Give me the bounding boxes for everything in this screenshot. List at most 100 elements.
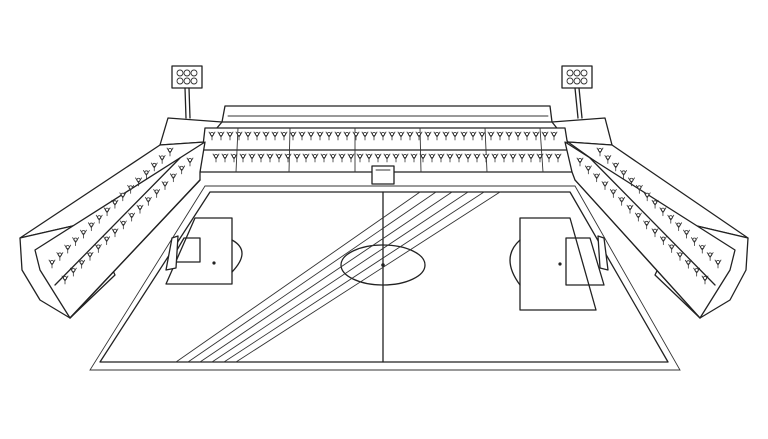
spectator xyxy=(365,153,373,163)
spectator xyxy=(433,131,441,141)
spectator xyxy=(334,131,342,141)
spectator xyxy=(212,153,220,163)
spectator xyxy=(667,214,675,224)
spectator xyxy=(119,192,127,202)
spectator xyxy=(169,173,177,183)
spectator xyxy=(111,199,119,209)
spectator xyxy=(208,131,216,141)
spectator xyxy=(406,131,414,141)
spectator xyxy=(634,212,642,222)
spectator xyxy=(684,259,692,269)
spectator xyxy=(491,153,499,163)
spectator xyxy=(280,131,288,141)
spectator xyxy=(56,252,64,261)
spectator xyxy=(500,153,508,163)
penalty-area-right xyxy=(519,217,597,311)
spectator xyxy=(374,153,382,163)
spectator xyxy=(698,244,706,254)
spectator xyxy=(514,131,522,141)
spectator xyxy=(635,184,643,194)
spectator xyxy=(379,131,387,141)
spectator xyxy=(370,131,378,141)
spectator xyxy=(80,229,87,239)
spectator xyxy=(428,153,436,163)
spectator xyxy=(293,153,301,163)
spectator xyxy=(178,165,186,175)
spectator xyxy=(230,153,238,163)
centre-spot xyxy=(381,263,385,267)
spectator xyxy=(643,192,651,202)
spectator xyxy=(244,131,252,141)
right-stand xyxy=(564,141,736,319)
spectator xyxy=(554,153,562,163)
spectator xyxy=(61,275,69,285)
spectator xyxy=(593,173,601,183)
spectator xyxy=(361,131,369,141)
goal-left xyxy=(165,235,179,271)
spectator xyxy=(460,131,468,141)
spectator xyxy=(161,181,169,190)
spectator xyxy=(676,252,684,261)
spectator xyxy=(442,131,450,141)
spectator xyxy=(693,267,701,277)
spectator xyxy=(509,153,517,163)
spectator xyxy=(487,131,495,141)
spectator xyxy=(478,131,486,141)
spectator xyxy=(257,153,265,163)
spectator xyxy=(659,207,667,217)
spectator xyxy=(609,189,617,198)
spectator xyxy=(307,131,315,141)
floodlight-right xyxy=(561,65,593,119)
penalty-arc-left xyxy=(231,239,243,273)
spectator xyxy=(691,237,698,246)
spectator xyxy=(618,196,626,206)
spectator xyxy=(714,259,722,269)
centre-circle xyxy=(340,244,426,286)
spectator xyxy=(415,131,423,141)
spectator xyxy=(72,237,79,246)
spectator xyxy=(419,153,427,163)
spectator xyxy=(604,155,612,164)
spectator xyxy=(150,162,158,172)
spectator xyxy=(437,153,445,163)
spectator xyxy=(424,131,432,141)
spectator xyxy=(316,131,324,141)
spectator xyxy=(651,199,659,209)
spectator xyxy=(651,228,659,238)
spectator xyxy=(659,236,667,246)
spectator xyxy=(628,177,635,187)
spectator xyxy=(158,155,166,164)
spectator xyxy=(239,153,247,163)
penalty-spot-left xyxy=(212,261,216,265)
spectator xyxy=(153,189,161,198)
spectator xyxy=(275,153,283,163)
spectator xyxy=(518,153,526,163)
spectator xyxy=(527,153,535,163)
spectator xyxy=(289,131,297,141)
penalty-spot-right xyxy=(558,262,562,266)
spectator xyxy=(455,153,463,163)
spectator xyxy=(536,153,544,163)
spectator xyxy=(253,131,261,141)
spectator xyxy=(226,131,234,141)
spectator xyxy=(144,196,152,206)
floodlight-left xyxy=(171,65,203,119)
spectator xyxy=(166,147,174,157)
spectator xyxy=(545,153,553,163)
back-stand xyxy=(199,127,573,185)
spectator xyxy=(532,131,540,141)
diagonal-stripes xyxy=(175,191,501,363)
spectator xyxy=(103,236,111,246)
spectator xyxy=(383,153,391,163)
back-stand-roof xyxy=(221,105,553,123)
spectator xyxy=(128,212,136,222)
goal-area-right xyxy=(565,237,605,286)
spectator xyxy=(523,131,531,141)
spectator xyxy=(127,184,135,194)
spectator xyxy=(469,131,477,141)
spectator xyxy=(601,181,609,190)
spectator xyxy=(87,222,95,232)
spectator xyxy=(284,153,292,163)
spectator xyxy=(596,147,604,157)
